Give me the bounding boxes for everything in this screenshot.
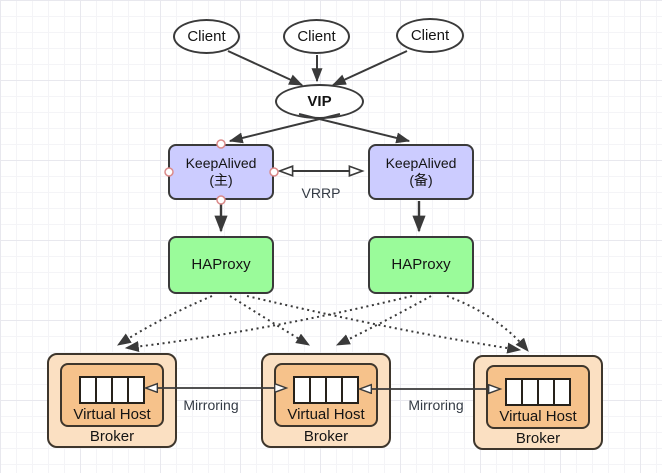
client-label: Client [187, 28, 226, 45]
client-node-1[interactable]: Client [173, 19, 240, 54]
edge-haproxy-left-broker2[interactable] [229, 295, 311, 346]
virtual-host-box[interactable]: Virtual Host [60, 363, 164, 427]
edge-client1-vip[interactable] [227, 50, 304, 86]
virtual-host-label: Virtual Host [499, 408, 577, 425]
edge-haproxy-right-broker2[interactable] [335, 295, 432, 346]
edge-haproxy-left-broker1[interactable] [116, 295, 213, 346]
client-label: Client [410, 27, 450, 44]
keepalived-master-label-line1: KeepAlived [185, 154, 257, 171]
virtual-host-label: Virtual Host [287, 406, 365, 423]
edge-client3-vip[interactable] [331, 50, 408, 86]
broker-label: Broker [515, 430, 561, 447]
mirroring-edge-label-right: Mirroring [408, 397, 464, 413]
broker-node-2[interactable]: Virtual Host Broker [261, 353, 391, 448]
broker-node-3[interactable]: Virtual Host Broker [473, 355, 603, 450]
haproxy-left-label: HAProxy [191, 255, 251, 273]
virtual-host-label: Virtual Host [73, 406, 151, 423]
keepalived-backup-label-line2: (备) [409, 172, 433, 188]
vrrp-edge-label: VRRP [301, 185, 341, 201]
keepalived-master-label-line2: (主) [209, 172, 233, 188]
haproxy-right-node[interactable]: HAProxy [368, 236, 474, 294]
haproxy-right-label: HAProxy [391, 255, 451, 273]
edge-haproxy-right-broker3[interactable] [446, 295, 529, 352]
client-node-3[interactable]: Client [396, 18, 464, 53]
keepalived-backup-label-line1: KeepAlived [385, 154, 457, 171]
virtual-host-box[interactable]: Virtual Host [274, 363, 378, 427]
haproxy-left-node[interactable]: HAProxy [168, 236, 274, 294]
broker-node-1[interactable]: Virtual Host Broker [47, 353, 177, 448]
broker-label: Broker [89, 428, 135, 445]
keepalived-master-node[interactable]: KeepAlived (主) [168, 144, 274, 200]
client-node-2[interactable]: Client [283, 19, 350, 54]
queue-icon [79, 376, 145, 404]
keepalived-backup-node[interactable]: KeepAlived (备) [368, 144, 474, 200]
virtual-host-box[interactable]: Virtual Host [486, 365, 590, 429]
edge-haproxy-right-broker1[interactable] [124, 295, 413, 352]
vip-node[interactable]: VIP [275, 84, 364, 119]
queue-icon [505, 378, 571, 406]
vip-label: VIP [307, 93, 332, 110]
client-label: Client [297, 28, 336, 45]
queue-icon [293, 376, 359, 404]
broker-label: Broker [303, 428, 349, 445]
edge-haproxy-left-broker3[interactable] [246, 295, 522, 354]
mirroring-edge-label-left: Mirroring [183, 397, 239, 413]
